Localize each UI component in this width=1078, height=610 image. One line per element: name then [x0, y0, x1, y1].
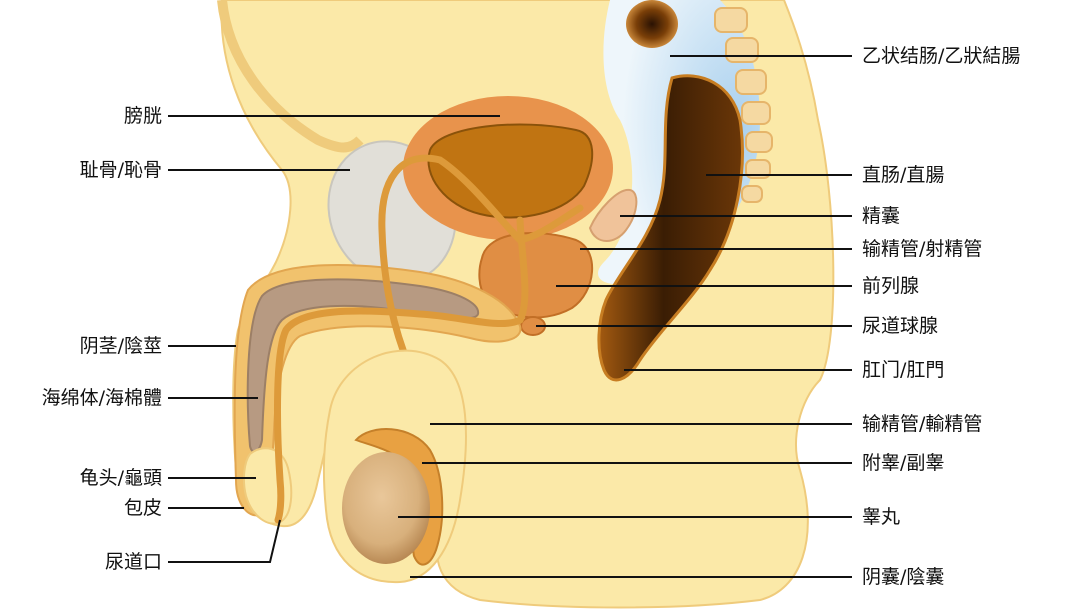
- corpus-cavernosum-tissue: [246, 278, 480, 453]
- prostate-label: 前列腺: [862, 275, 920, 297]
- bulbourethral-gland-label: 尿道球腺: [862, 315, 939, 337]
- corpus-cavernosum-label: 海绵体/海棉體: [41, 387, 162, 409]
- urethra: [274, 216, 529, 524]
- abdominal-wall: [217, 0, 364, 153]
- bladder-inner: [427, 123, 594, 219]
- rectum-label: 直肠/直腸: [862, 164, 945, 186]
- seminal-vesicle-organ: [588, 188, 638, 242]
- epididymis-label: 附睾/副睾: [862, 452, 945, 474]
- leader-lines: [168, 55, 852, 578]
- glans-label: 龟头/龜頭: [79, 467, 162, 489]
- pubis-label: 耻骨/恥骨: [79, 159, 162, 181]
- penis-shaft: [233, 264, 522, 517]
- foreskin-label: 包皮: [123, 497, 162, 519]
- sacrum-vertebrae: [714, 7, 773, 203]
- bladder-label: 膀胱: [123, 105, 162, 127]
- testis-organ: [342, 452, 430, 564]
- rectum-organ: [597, 74, 744, 382]
- penis-label: 阴茎/陰莖: [79, 335, 162, 357]
- vas-deferens-label: 输精管/輸精管: [862, 413, 983, 435]
- seminal-vesicle-label: 精囊: [862, 205, 901, 227]
- testis-label: 睾丸: [862, 506, 901, 528]
- scrotum-label: 阴囊/陰囊: [862, 566, 945, 588]
- sigmoid-colon-label: 乙状结肠/乙狀結腸: [862, 45, 1021, 67]
- anus-label: 肛门/肛門: [862, 359, 945, 381]
- urethral-opening-label: 尿道口: [104, 551, 162, 573]
- sigmoid-colon: [626, 0, 678, 48]
- ejaculatory-duct-label: 输精管/射精管: [862, 238, 983, 260]
